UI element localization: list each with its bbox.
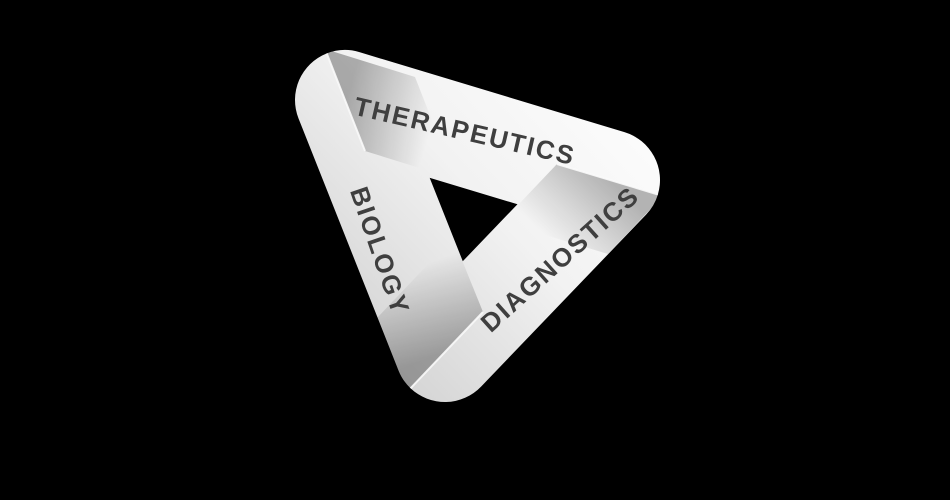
crease-right: [556, 163, 664, 197]
fold-shadow-right: [502, 164, 663, 254]
crease-bottom: [406, 311, 484, 393]
ribbon-shape: [295, 50, 660, 402]
fold-shadow-topleft: [325, 49, 455, 179]
fold-shadow-bottom: [377, 238, 483, 392]
crease-topleft: [324, 48, 366, 152]
ribbon-folds: [324, 48, 664, 393]
